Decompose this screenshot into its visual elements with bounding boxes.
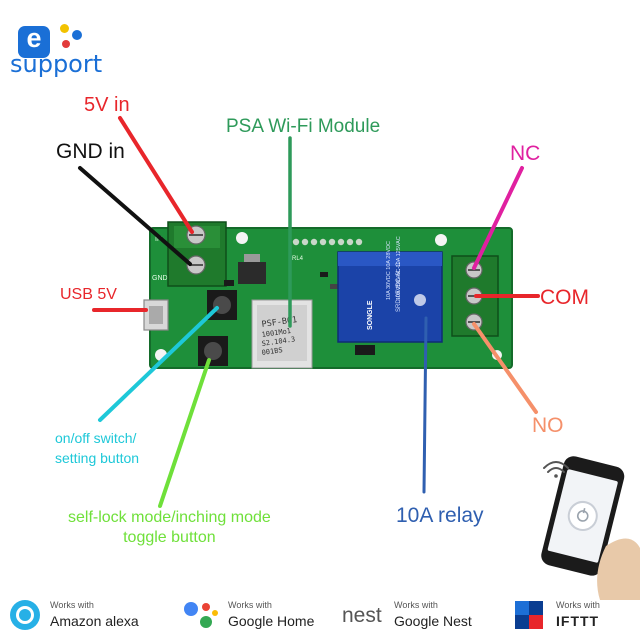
module-text-4: 001BS xyxy=(261,346,283,357)
google-nest-name: Google Nest xyxy=(394,613,472,629)
pointer-lines xyxy=(78,116,540,508)
alexa-works-with: Works with xyxy=(50,600,94,610)
pcb-label-in: IN xyxy=(155,236,162,243)
ifttt-name: IFTTT xyxy=(556,613,600,629)
esupport-badge xyxy=(18,26,50,58)
label-5v-in: 5V in xyxy=(84,94,130,116)
pointer-no xyxy=(472,322,538,414)
label-onoff-line1: on/off switch/ xyxy=(55,430,137,446)
works-with-alexa: Works with Amazon alexa xyxy=(8,598,158,634)
mount-hole xyxy=(236,232,248,244)
mount-hole xyxy=(435,234,447,246)
nest-logo: nest xyxy=(342,604,382,627)
wifi-module: PSF-B01 1001Mo1 S2.104.3 001BS xyxy=(251,299,313,369)
google-home-works-with: Works with xyxy=(228,600,272,610)
google-home-name: Google Home xyxy=(228,613,315,629)
relay-brand: SONGLE xyxy=(367,300,374,330)
works-with-footer: Works with Amazon alexa Works with Googl… xyxy=(0,590,640,640)
ifttt-icon xyxy=(515,601,543,629)
works-with-google-nest: nest Works with Google Nest xyxy=(342,598,502,634)
google-assistant-icon xyxy=(184,602,218,628)
label-selflock-line2: toggle button xyxy=(123,529,216,546)
relay-text-3: 10A 30VDC 10A 28VDC xyxy=(386,241,392,300)
alexa-icon xyxy=(10,600,40,630)
mode-toggle-button xyxy=(198,336,228,366)
label-wifi-module: PSA Wi-Fi Module xyxy=(226,116,381,137)
esupport-wordmark: support xyxy=(10,50,103,78)
esupport-logo: e support xyxy=(10,18,120,78)
label-nc: NC xyxy=(510,142,541,165)
wifi-signal-icon xyxy=(543,461,569,478)
smartphone-illustration xyxy=(541,456,640,600)
label-relay: 10A relay xyxy=(396,504,484,527)
pcb-label-rl4: RL4 xyxy=(292,256,304,262)
label-onoff-line2: setting button xyxy=(55,450,140,466)
relay-text-2: 10A 250VAC 10A 125VAC xyxy=(396,236,402,300)
google-nest-works-with: Works with xyxy=(394,600,438,610)
pointer-5v-in xyxy=(118,116,194,234)
relay-text-1: SRD-05VDC-SL-C xyxy=(396,262,402,312)
relay-board: IN GND RL4 xyxy=(143,221,513,369)
pointer-selflock xyxy=(158,358,211,508)
label-com: COM xyxy=(540,286,589,309)
label-selflock-toggle: self-lock mode/inching mode toggle butto… xyxy=(68,508,271,548)
pcb-label-gnd: GND xyxy=(152,275,168,282)
label-gnd-in: GND in xyxy=(56,140,125,163)
label-usb-5v: USB 5V xyxy=(60,286,117,303)
pointer-gnd-in xyxy=(78,166,192,266)
esupport-badge-letter: e xyxy=(26,23,42,53)
pin-header xyxy=(292,238,363,246)
alexa-name: Amazon alexa xyxy=(50,613,139,629)
label-no: NO xyxy=(532,414,564,437)
voltage-regulator xyxy=(238,262,266,284)
label-onoff-switch: on/off switch/ setting button xyxy=(55,428,139,468)
pointer-relay xyxy=(422,316,428,494)
label-selflock-line1: self-lock mode/inching mode xyxy=(68,509,271,526)
hand xyxy=(597,538,640,600)
pointer-nc xyxy=(472,166,524,270)
ifttt-works-with: Works with xyxy=(556,600,600,610)
works-with-ifttt: Works with IFTTT xyxy=(512,598,636,634)
pointer-onoff xyxy=(98,306,219,422)
works-with-google-home: Works with Google Home xyxy=(182,598,332,634)
